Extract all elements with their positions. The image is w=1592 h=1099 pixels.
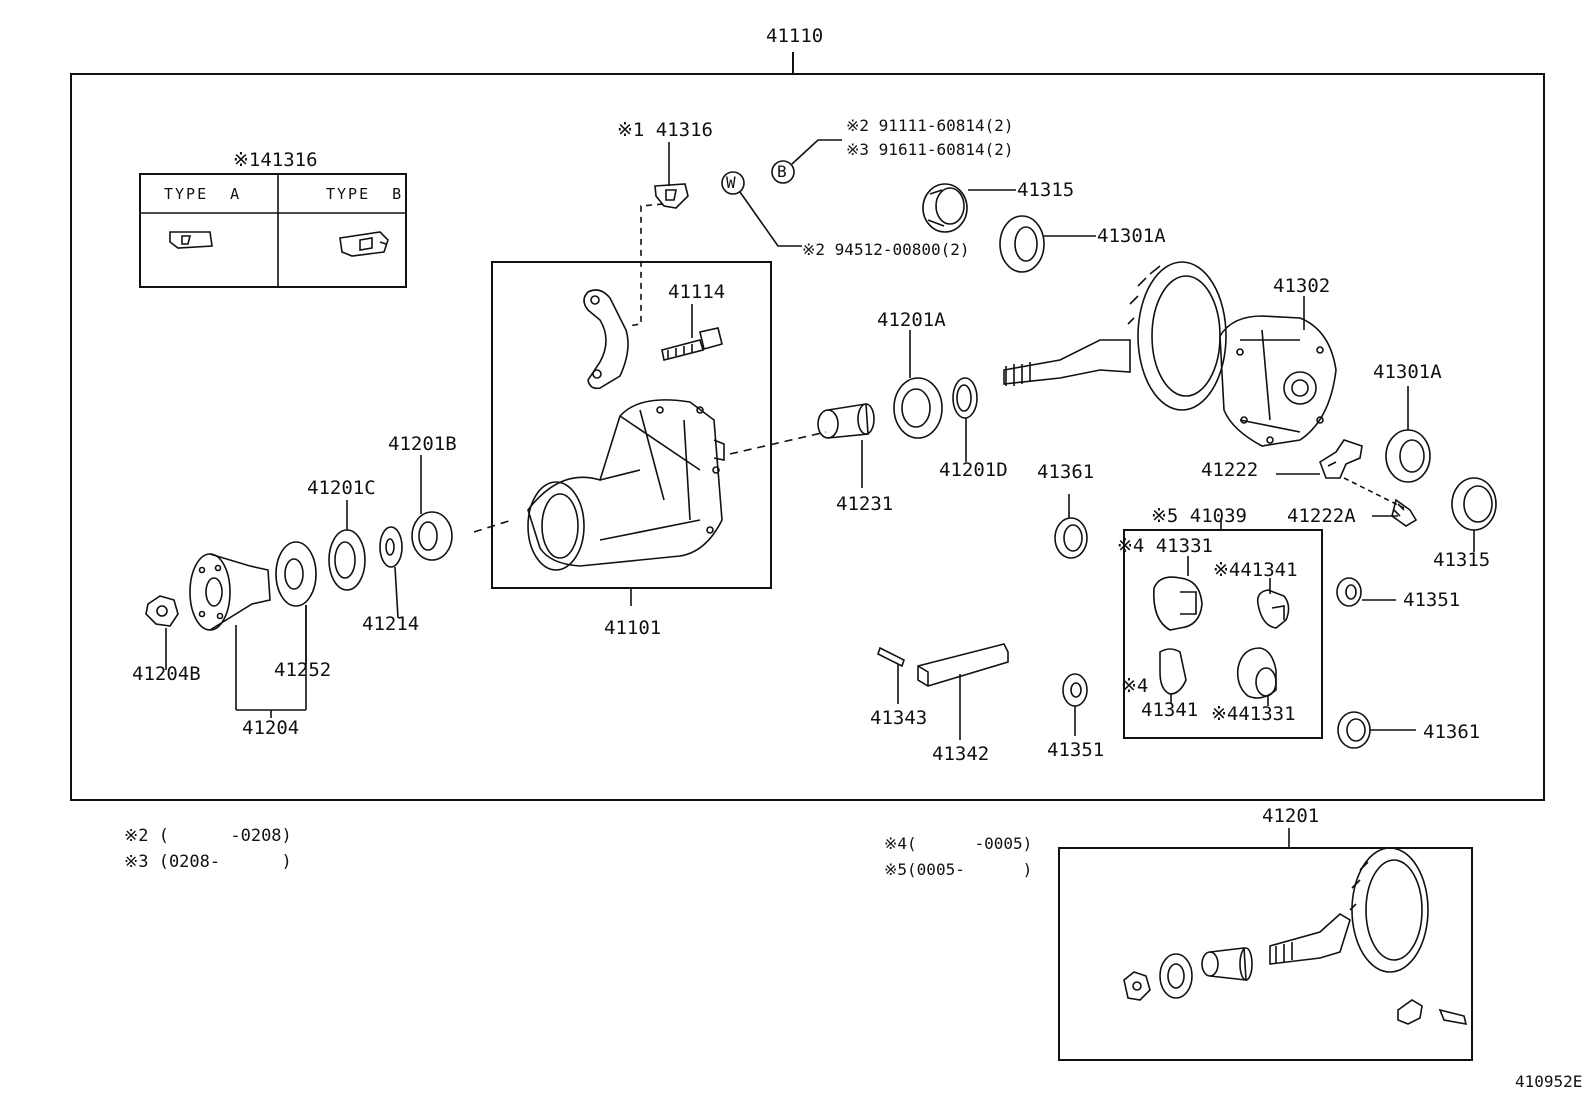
- shim-icon: [952, 377, 978, 419]
- part-41301a-right-label: 41301A: [1373, 361, 1442, 383]
- ring-gear-differential-icon: [1003, 261, 1337, 447]
- part-41231-label: 41231: [836, 493, 894, 515]
- spacer-icon: [817, 403, 875, 439]
- bearing-41301a-icon: [999, 215, 1045, 273]
- part-41361-mid-label: 41361: [1037, 461, 1095, 483]
- part-41039-label: ※5 41039: [1151, 505, 1247, 527]
- pinion-kit-frame: [1123, 529, 1323, 739]
- part-41201b-label: 41201B: [388, 433, 457, 455]
- part-41204-label: 41204: [242, 717, 300, 739]
- part-41331-a-label: ※4 41331: [1117, 535, 1213, 557]
- w-marker-circle: [721, 171, 745, 195]
- part-41316-label: ※1 41316: [617, 119, 713, 141]
- nut-icon: [145, 595, 179, 627]
- part-41201a-label: 41201A: [877, 309, 946, 331]
- part-41301a-top-label: 41301A: [1097, 225, 1166, 247]
- part-41315-top-label: 41315: [1017, 179, 1075, 201]
- bearing-cap-icon: [583, 289, 629, 390]
- dust-deflector-icon: [275, 541, 317, 607]
- note-3: ※3 (0208- ): [124, 852, 292, 872]
- part-41222a-label: 41222A: [1287, 505, 1356, 527]
- main-assembly-label: 41110: [766, 25, 824, 47]
- ring-pinion-kit-icon: [1123, 847, 1468, 1026]
- ring-pinion-kit-frame: [1058, 847, 1473, 1061]
- oil-seal-41315-icon: [922, 183, 968, 233]
- thrust-washer-41351-mid-icon: [1062, 673, 1088, 707]
- part-41302-label: 41302: [1273, 275, 1331, 297]
- note-4: ※4( -0005): [884, 834, 1033, 853]
- pinion-gear-b-icon: [1159, 648, 1187, 695]
- bolt-ref-2: ※2 91111-60814(2): [846, 116, 1014, 135]
- companion-flange-icon: [189, 553, 271, 631]
- clip-type-a-icon: [169, 231, 213, 249]
- part-41341-b-label: 41341: [1141, 699, 1199, 721]
- part-41214-label: 41214: [362, 613, 420, 635]
- part-41222-label: 41222: [1201, 459, 1259, 481]
- oil-seal-41315-right-icon: [1451, 477, 1497, 531]
- lock-plate-icon: [1319, 439, 1363, 479]
- clip-type-b-icon: [339, 231, 389, 257]
- part-41114-label: 41114: [668, 281, 726, 303]
- washer-icon: [379, 526, 403, 568]
- part-41201d-label: 41201D: [939, 459, 1008, 481]
- part-41341-a-label: ※441341: [1213, 559, 1298, 581]
- pinion-shaft-icon: [917, 643, 1009, 687]
- part-41201c-label: 41201C: [307, 477, 376, 499]
- note-2: ※2 ( -0208): [124, 826, 292, 846]
- pinion-gear-icon: [1256, 589, 1290, 629]
- part-41201-kit-label: 41201: [1262, 805, 1320, 827]
- part-41204b-label: 41204B: [132, 663, 201, 685]
- washer-ref-2: ※2 94512-00800(2): [802, 240, 970, 259]
- thrust-washer-icon: [1054, 517, 1088, 559]
- bearing-icon: [411, 511, 453, 561]
- bolt-41222a-icon: [1391, 498, 1418, 527]
- main-assembly-frame: [70, 73, 1545, 801]
- part-41343-label: 41343: [870, 707, 928, 729]
- bolt-41114-icon: [661, 304, 723, 361]
- b-marker: B: [777, 162, 787, 181]
- part-41101-label: 41101: [604, 617, 662, 639]
- part-41315-right-label: 41315: [1433, 549, 1491, 571]
- part-41252-label: 41252: [274, 659, 332, 681]
- part-41351-mid-label: 41351: [1047, 739, 1105, 761]
- diagram-id: 410952E: [1515, 1072, 1583, 1091]
- differential-carrier-icon: [527, 399, 725, 571]
- part-41331-b-label: ※441331: [1211, 703, 1296, 725]
- type-b-label: TYPE B: [326, 185, 404, 203]
- carrier-box-frame: [491, 261, 772, 589]
- pin-icon: [877, 646, 905, 668]
- bolt-ref-3: ※3 91611-60814(2): [846, 140, 1014, 159]
- b-marker-circle: [771, 160, 795, 184]
- bearing-41201a-icon: [893, 377, 943, 439]
- note-5: ※5(0005- ): [884, 860, 1033, 879]
- clip-icon: [654, 183, 689, 209]
- type-table-title: ※141316: [233, 149, 318, 171]
- thrust-washer-41351-icon: [1336, 577, 1362, 607]
- part-41361-right-label: 41361: [1423, 721, 1481, 743]
- side-gear-b-icon: [1236, 647, 1277, 699]
- type-table: [139, 173, 407, 288]
- part-41341-b-mark: ※4: [1121, 675, 1149, 697]
- part-41351-right-label: 41351: [1403, 589, 1461, 611]
- type-a-label: TYPE A: [164, 185, 242, 203]
- side-gear-icon: [1153, 576, 1203, 631]
- part-41342-label: 41342: [932, 743, 990, 765]
- w-marker: W: [726, 173, 736, 192]
